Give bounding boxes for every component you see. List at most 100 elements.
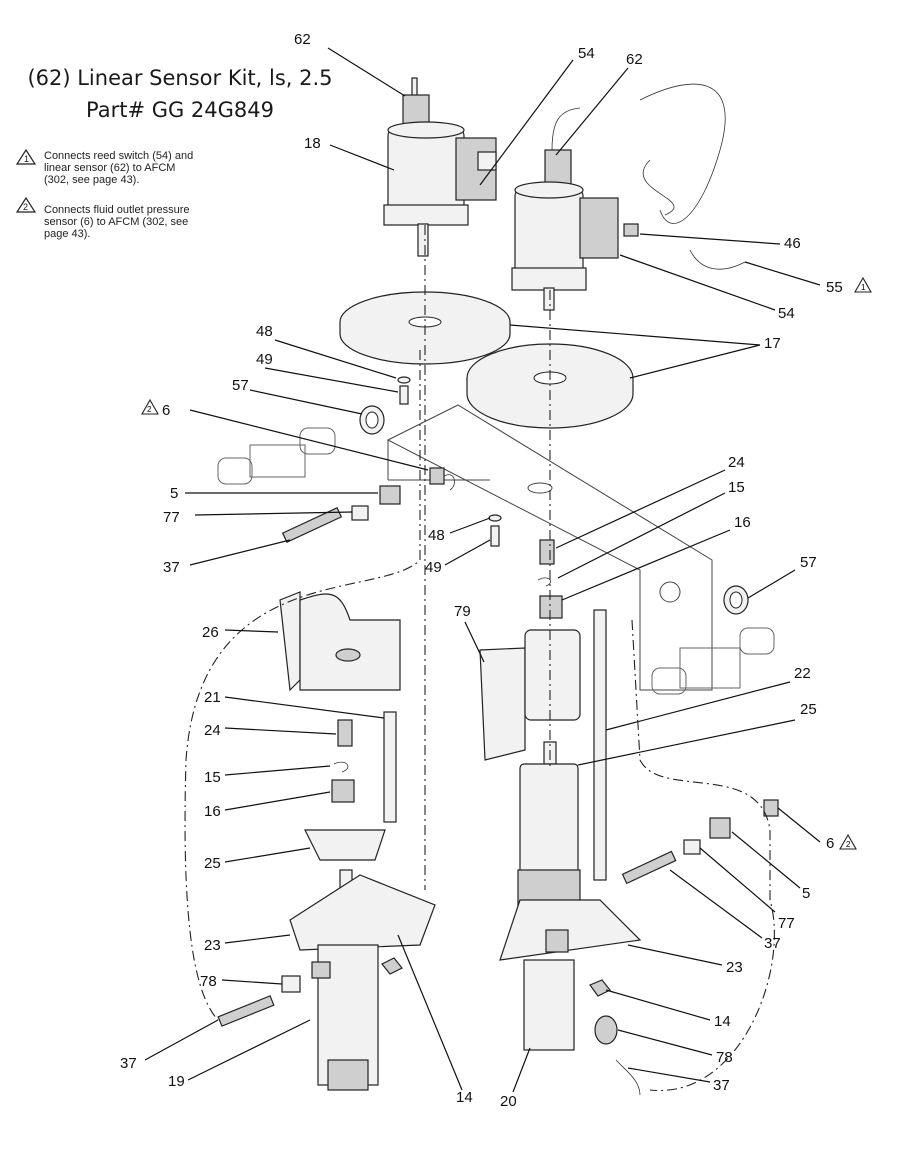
callout-62: 62 [626, 51, 643, 68]
callout-57: 57 [232, 377, 249, 394]
note-1-line-3: (302, see page 43). [44, 174, 140, 186]
svg-text:2: 2 [23, 202, 28, 212]
callout-18: 18 [304, 135, 321, 152]
callout-24: 24 [728, 454, 745, 471]
callout-78: 78 [200, 973, 217, 990]
callout-25: 25 [204, 855, 221, 872]
air-motor-right [511, 83, 746, 311]
callout-16: 16 [204, 803, 221, 820]
callout-26: 26 [202, 624, 219, 641]
fitting-77-right [683, 839, 701, 855]
warning-icon-6-right: 2 [839, 833, 857, 850]
callout-77: 77 [778, 915, 795, 932]
clip-15-right [537, 577, 551, 587]
seal-57-right [723, 585, 749, 615]
svg-text:2: 2 [846, 840, 851, 849]
pressure-sensor-6-right [763, 799, 779, 817]
washer-48-lower [488, 514, 502, 522]
leader-lines [144, 47, 821, 1093]
callout-19: 19 [168, 1073, 185, 1090]
callout-48: 48 [256, 323, 273, 340]
part-number: Part# GG 24G849 [85, 98, 275, 122]
note-2-line-2: sensor (6) to AFCM (302, see [44, 216, 189, 228]
callout-49: 49 [425, 559, 442, 576]
callout-5: 5 [170, 485, 178, 502]
nut-16-left [331, 779, 355, 803]
seal-57-left [359, 405, 385, 435]
screw-49-lower [490, 525, 500, 547]
callout-54: 54 [778, 305, 795, 322]
connector-5-left [379, 485, 401, 505]
callout-23: 23 [204, 937, 221, 954]
mounting-plate-left [339, 291, 511, 365]
callout-6: 6 [162, 402, 170, 419]
callout-54: 54 [578, 45, 595, 62]
svg-text:1: 1 [24, 154, 29, 164]
callout-49: 49 [256, 351, 273, 368]
washer-48-upper [397, 376, 411, 384]
shield-26 [279, 591, 401, 692]
svg-text:2: 2 [147, 405, 152, 414]
callout-46: 46 [784, 235, 801, 252]
magnet-24-left [337, 719, 353, 747]
elbow-37-right [615, 1059, 641, 1096]
clip-15-left [333, 761, 349, 773]
kit-title: (62) Linear Sensor Kit, ls, 2.5 [27, 66, 333, 90]
cup-25-left [304, 829, 386, 861]
connector-5-right [709, 817, 731, 839]
cable-37-right [621, 850, 677, 885]
callout-62: 62 [294, 31, 311, 48]
callout-5: 5 [802, 885, 810, 902]
nut-16-right [539, 595, 563, 619]
note-2-line-1: Connects fluid outlet pressure [44, 204, 190, 216]
callout-37: 37 [163, 559, 180, 576]
svg-text:1: 1 [861, 283, 866, 292]
callout-23: 23 [726, 959, 743, 976]
mounting-plate-right [466, 343, 634, 429]
warning-icon-55: 1 [854, 276, 872, 293]
warning-icon-6-left: 2 [141, 398, 159, 415]
note-2-line-3: page 43). [44, 228, 91, 240]
callout-25: 25 [800, 701, 817, 718]
air-motor-left [383, 77, 497, 257]
nut-14-left [381, 957, 403, 975]
note-2-warning-icon: 2 [15, 196, 37, 213]
nut-14-right [589, 979, 611, 997]
callout-16: 16 [734, 514, 751, 531]
callout-37: 37 [120, 1055, 137, 1072]
note-2: Connects fluid outlet pressure sensor (6… [44, 204, 264, 240]
screw-49-upper [399, 385, 409, 405]
callout-17: 17 [764, 335, 781, 352]
callout-79: 79 [454, 603, 471, 620]
cable-route-right [631, 619, 775, 1091]
callout-55: 55 [826, 279, 843, 296]
pump-body-right [499, 741, 642, 1051]
valve-assembly-right [651, 627, 775, 695]
callout-22: 22 [794, 665, 811, 682]
note-1-warning-icon: 1 [15, 148, 37, 165]
callout-6: 6 [826, 835, 834, 852]
callout-37: 37 [713, 1077, 730, 1094]
callout-15: 15 [728, 479, 745, 496]
rod-21 [383, 711, 397, 823]
callout-14: 14 [714, 1013, 731, 1030]
callout-78: 78 [716, 1049, 733, 1066]
shield-79 [479, 629, 581, 761]
cable-route-left [184, 350, 421, 1021]
fitting-78-right [594, 1015, 618, 1045]
fitting-77-left [351, 505, 369, 521]
fitting-78-left [281, 975, 301, 993]
callout-37: 37 [764, 935, 781, 952]
callout-14: 14 [456, 1089, 473, 1106]
cable-37-lower-left [217, 995, 275, 1027]
pressure-sensor-6-left [429, 467, 455, 491]
valve-assembly-left [217, 427, 336, 485]
magnet-24-right [539, 539, 555, 565]
callout-57: 57 [800, 554, 817, 571]
note-1-line-2: linear sensor (62) to AFCM [44, 162, 176, 174]
callout-15: 15 [204, 769, 221, 786]
pump-body-left [289, 869, 436, 1091]
callout-48: 48 [428, 527, 445, 544]
